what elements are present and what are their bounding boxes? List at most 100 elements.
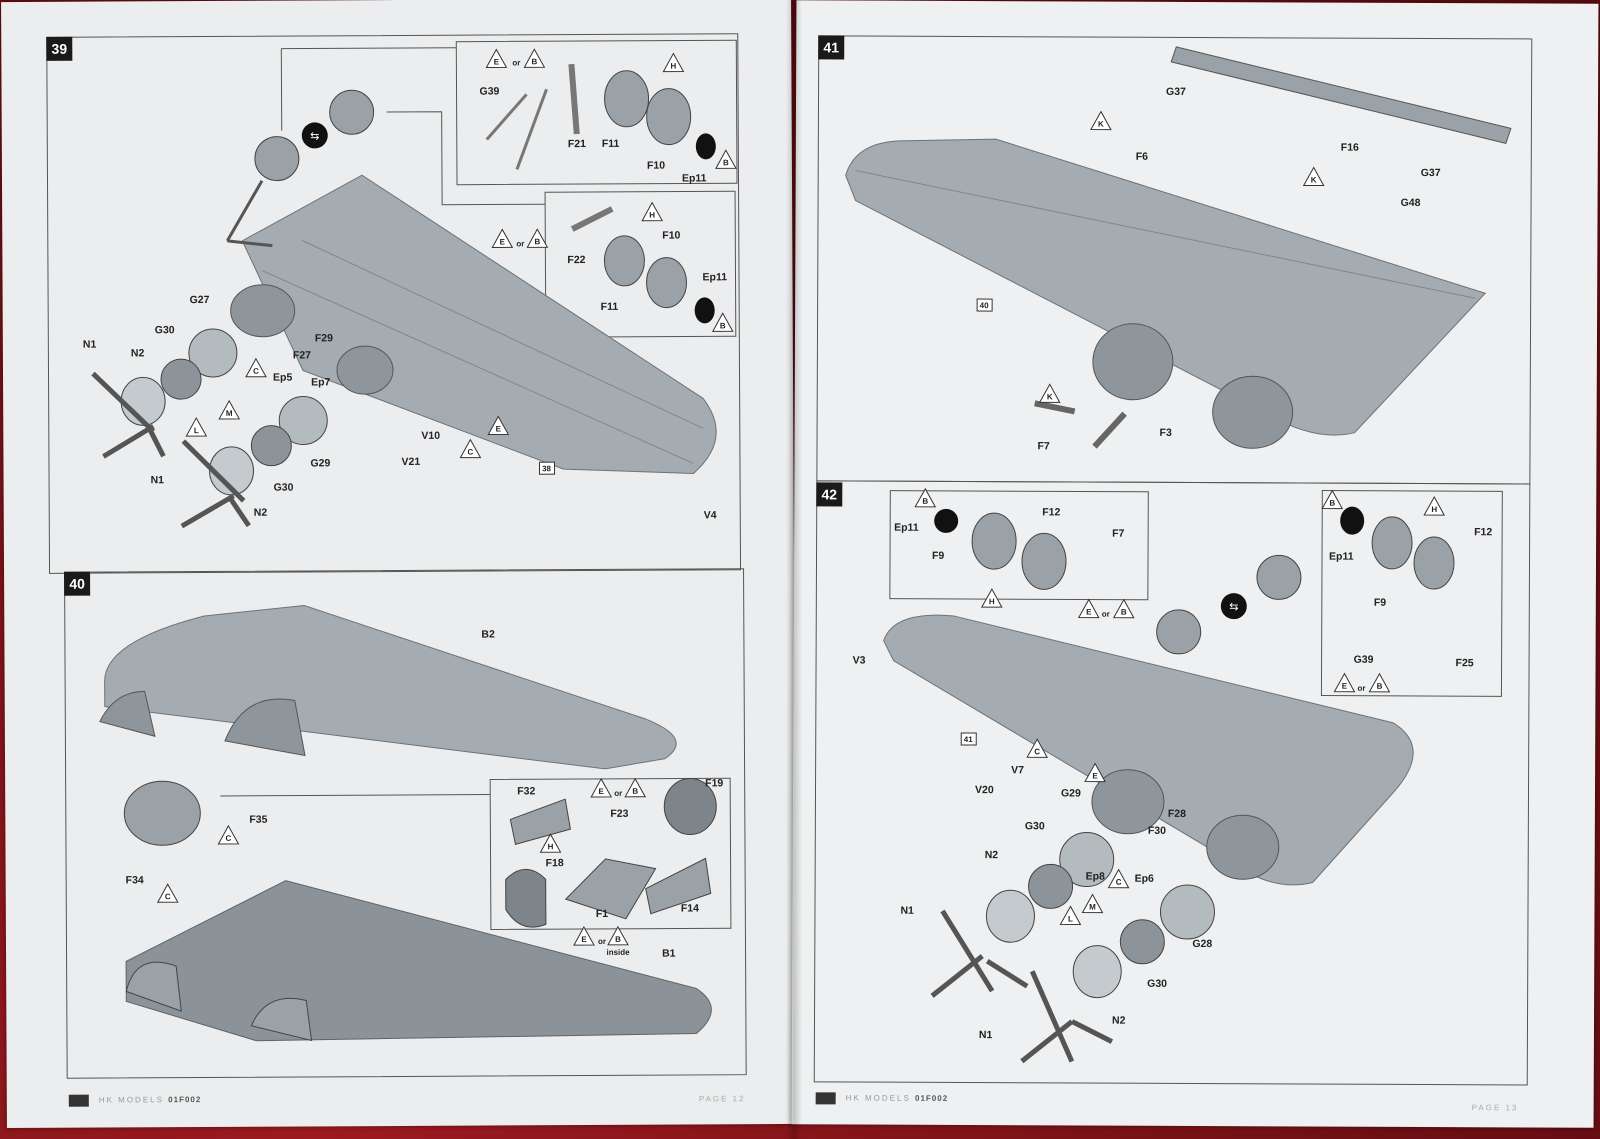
firewall-part — [123, 780, 201, 846]
svg-text:C: C — [468, 448, 474, 457]
nacelle — [1092, 323, 1174, 401]
part-label: F21 — [568, 138, 586, 150]
svg-text:B: B — [1121, 608, 1127, 617]
part-label: F7 — [1037, 440, 1049, 452]
part-label: G39 — [480, 85, 500, 97]
step-42-inset-left — [889, 490, 1149, 601]
svg-text:M: M — [226, 409, 233, 418]
part-label: G28 — [1192, 938, 1212, 950]
part-label: F12 — [1042, 506, 1060, 518]
part-label: F6 — [1136, 151, 1148, 163]
panel-part — [509, 798, 571, 846]
footer-brand: HK MODELS — [845, 1093, 911, 1103]
step-39-wing — [241, 174, 717, 474]
part-label: Ep11 — [894, 522, 919, 534]
part-label: N1 — [151, 474, 165, 486]
wing-panel-line — [262, 270, 694, 464]
step-39-inset-top — [455, 39, 738, 186]
strut-part — [570, 206, 614, 232]
part-label: F19 — [705, 777, 723, 789]
wheel — [329, 89, 375, 135]
part-label: F7 — [1112, 528, 1124, 540]
part-label: G30 — [155, 324, 175, 336]
svg-text:K: K — [1311, 176, 1317, 185]
cowling — [1072, 945, 1122, 999]
svg-text:H: H — [548, 842, 554, 851]
step-40-lower-wing — [125, 880, 712, 1042]
part-label: F18 — [546, 857, 564, 869]
svg-text:K: K — [1047, 392, 1053, 401]
cowling — [985, 889, 1035, 943]
part-label: G30 — [1147, 978, 1167, 990]
tri-markers-42: B H E or B B H E or B C E C L M — [914, 487, 1446, 926]
nacelle — [1091, 769, 1165, 835]
engine-radial — [1028, 863, 1074, 909]
part-label: V3 — [853, 655, 866, 667]
part-label: F1 — [596, 908, 608, 920]
wheel — [1256, 554, 1302, 600]
svg-text:M: M — [1089, 903, 1096, 912]
ref-box-41 — [960, 732, 977, 746]
hub-cap-black — [1340, 506, 1365, 535]
landing-strut — [226, 179, 273, 248]
step-41-wing — [845, 138, 1487, 436]
nacelle — [230, 284, 296, 338]
nacelle-bottom — [125, 961, 182, 1012]
part-label: Ep7 — [311, 376, 330, 388]
part-label: F30 — [1148, 825, 1166, 837]
step-40-upper-wing — [104, 604, 677, 770]
step-42-wing — [883, 614, 1414, 886]
direction-icon — [1220, 593, 1247, 620]
tyre — [1413, 536, 1455, 590]
part-label: G30 — [1025, 820, 1045, 832]
svg-text:C: C — [226, 834, 232, 843]
svg-text:L: L — [1068, 914, 1073, 923]
part-label: F3 — [1160, 427, 1172, 439]
svg-text:E: E — [494, 57, 500, 66]
step-42-inset-right — [1320, 490, 1503, 697]
part-label: F10 — [662, 230, 680, 242]
footer-code: 01F002 — [168, 1095, 202, 1105]
svg-text:E: E — [1092, 772, 1098, 781]
part-label: F28 — [1168, 808, 1186, 820]
part-label: V20 — [975, 784, 994, 796]
footer: HK MODELS 01F002 — [846, 1093, 949, 1102]
arrow-line-40 — [220, 794, 491, 797]
wheel — [254, 136, 300, 182]
svg-text:B: B — [531, 57, 537, 66]
hk-logo — [68, 1094, 89, 1107]
direction-icon-glyph: ⇆ — [310, 129, 319, 142]
ref-box-38-label: 38 — [542, 464, 551, 473]
footer: HK MODELS 01F002 — [99, 1095, 202, 1105]
part-label: F22 — [567, 254, 585, 266]
hub-cap-black — [694, 297, 715, 324]
left-page-drawing: ⇆ G39 F21 F11 F10 Ep11 F22 F11 F10 Ep11 … — [83, 39, 738, 1042]
part-label: Ep11 — [682, 172, 707, 184]
strut-part — [1034, 400, 1127, 449]
wing-panel-line — [855, 170, 1476, 299]
tri-markers-40: E or B H C C E or B inside — [156, 777, 647, 957]
svg-text:B: B — [1377, 682, 1383, 691]
propeller — [180, 439, 251, 529]
part-label: N1 — [83, 339, 97, 351]
part-label: F29 — [315, 332, 333, 344]
direction-icon — [301, 122, 328, 149]
nacelle-top — [99, 690, 156, 737]
part-label: B1 — [662, 948, 676, 960]
part-label: G30 — [274, 482, 294, 494]
part-label: G39 — [1354, 654, 1374, 666]
ref-box-40 — [976, 298, 993, 312]
engine-mount — [663, 777, 717, 835]
svg-text:or: or — [614, 789, 622, 798]
tri-markers-41: K K K — [1038, 110, 1325, 403]
svg-text:inside: inside — [606, 948, 630, 957]
svg-text:B: B — [1329, 499, 1335, 508]
part-label: F12 — [1474, 526, 1492, 538]
svg-text:K: K — [1098, 120, 1104, 129]
tyre — [646, 257, 688, 309]
svg-text:B: B — [615, 935, 621, 944]
part-label: F27 — [293, 349, 311, 361]
part-label: V10 — [421, 430, 440, 442]
part-label: F16 — [1341, 142, 1359, 154]
